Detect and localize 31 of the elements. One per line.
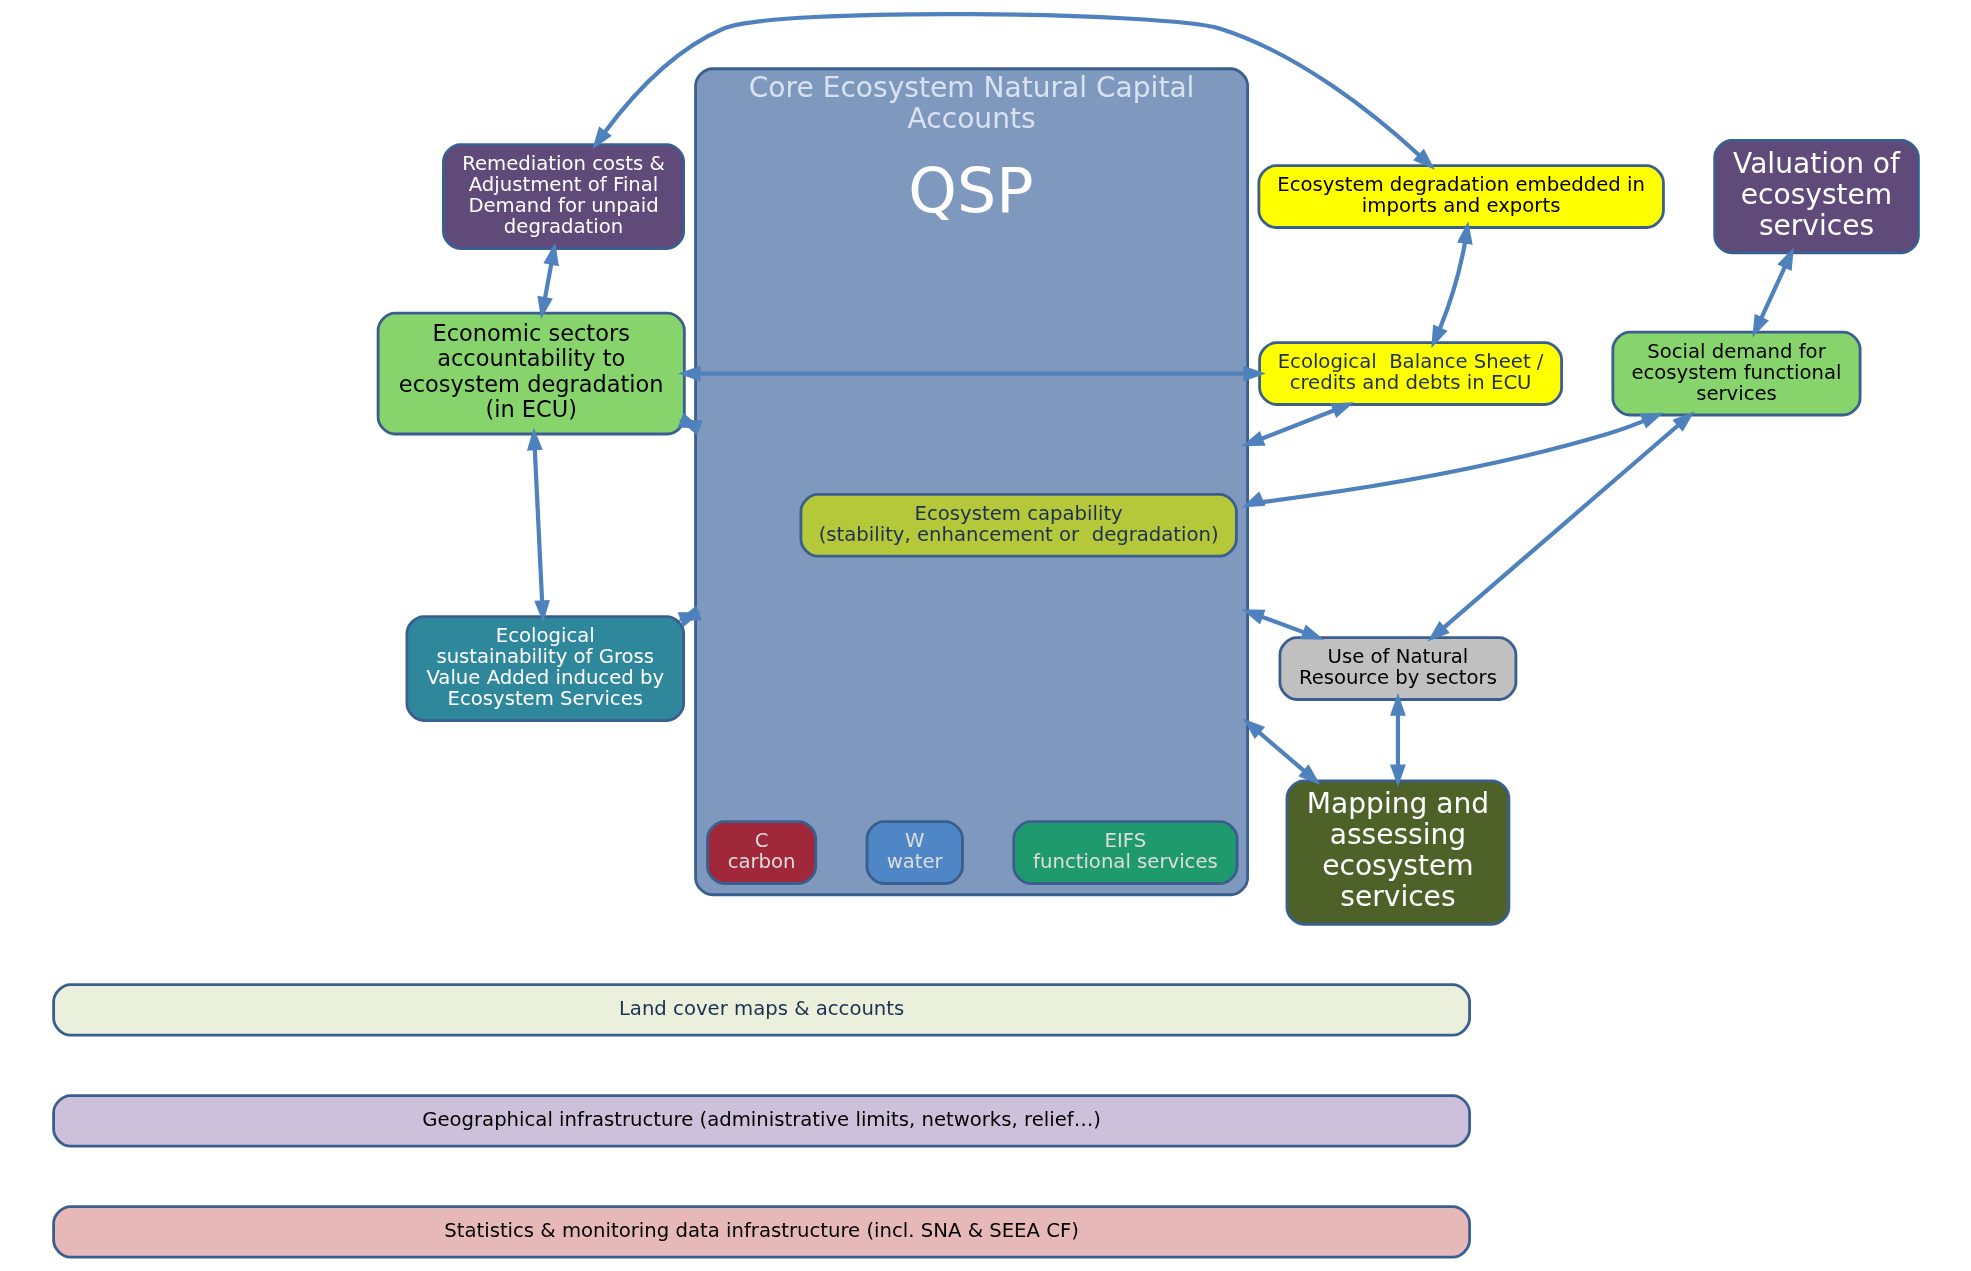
node-box: Use of Natural Resource by sectors [1278, 636, 1517, 701]
arrow [591, 12, 1435, 170]
node-box: Ecological sustainability of Gross Value Added induced by Ecosystem Services [405, 615, 685, 722]
arrow [1241, 412, 1664, 508]
arrow [1751, 247, 1794, 338]
node-box: Land cover maps & accounts [51, 983, 1471, 1037]
node-box: Economic sectors accountability to ecosystem degradation (in ECU) [376, 311, 686, 436]
node-box: W water [865, 820, 964, 885]
arrow [1242, 718, 1320, 785]
arrow [1241, 609, 1324, 640]
node-box: Valuation of ecosystem services [1712, 139, 1920, 255]
arrow [1430, 221, 1473, 349]
arrow [677, 412, 703, 436]
arrow [536, 242, 559, 320]
arrow [1241, 402, 1354, 447]
arrow [677, 365, 1266, 382]
node-box: Remediation costs & Adjustment of Final Demand for unpaid degradation [441, 143, 685, 250]
arrow [677, 605, 702, 628]
node-box: EIFS functional services [1011, 820, 1238, 885]
label: QSP [907, 155, 1033, 228]
node-box: Geographical infrastructure (administrative limits, networks, relief…) [51, 1094, 1471, 1148]
arrow [1389, 693, 1406, 787]
node-box: Mapping and assessing ecosystem services [1285, 779, 1510, 926]
node-box: C carbon [705, 820, 817, 885]
arrow [1427, 411, 1695, 642]
node-box: Social demand for ecosystem functional services [1610, 330, 1861, 417]
arrow [526, 427, 550, 623]
node-box: Ecological Balance Sheet / credits and debts in ECU [1257, 341, 1563, 406]
node-box: Statistics & monitoring data infrastructure (incl. SNA & SEEA CF) [51, 1205, 1471, 1259]
node-box: Ecosystem capability (stability, enhancement or degradation) [799, 493, 1238, 558]
node-box: Ecosystem degradation embedded in imports and exports [1256, 164, 1665, 229]
